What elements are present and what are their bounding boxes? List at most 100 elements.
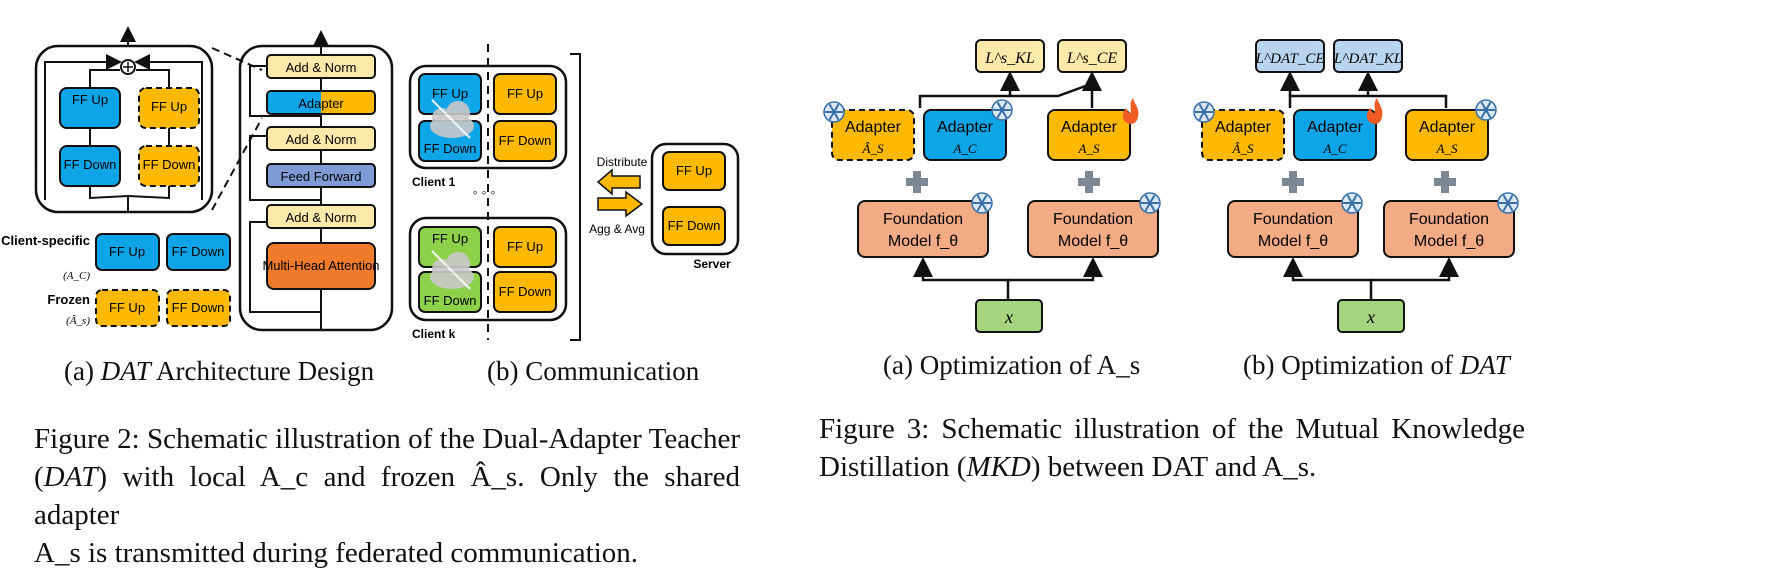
fig3b-panel: L^DAT_CE L^DAT_KL Adapter Â_S Adapter A_…: [1193, 39, 1519, 333]
loss-ce-s: L^s_CE: [1066, 50, 1118, 67]
fig3-caption-line1: Figure 3: Schematic illustration of the …: [819, 413, 1525, 445]
fig2-caption-line2: (DAT) with local A_c and frozen Â_s. Onl…: [34, 461, 740, 531]
legend-ff-down-frozen: FF Down: [172, 300, 225, 315]
b-foundation-label-2: Foundation: [1409, 211, 1489, 228]
client1-ff-up-shared: FF Up: [507, 86, 543, 101]
snowflake-icon: [971, 192, 993, 214]
adapter-s-symbol: A_S: [1078, 141, 1100, 156]
figure-2-diagram: FF Up FF Down FF Up FF Down Add & Norm A…: [1, 26, 740, 341]
adapter-c-label: Adapter: [937, 119, 994, 136]
clientk-ff-up-shared: FF Up: [507, 239, 543, 254]
communication-panel: FF Up FF Down FF Up FF Down Client 1 ◦ ◦…: [408, 44, 740, 341]
fig2-caption: Figure 2: Schematic illustration of the …: [34, 420, 740, 572]
block-add-norm-1: Add & Norm: [286, 60, 357, 75]
legend-frozen-symbol: (Â_s): [66, 315, 90, 327]
clientk-ff-up: FF Up: [432, 231, 468, 246]
flame-icon: [1366, 98, 1383, 124]
client1-ff-up: FF Up: [432, 86, 468, 101]
distribute-label: Distribute: [597, 155, 648, 169]
ff-down-label: FF Down: [64, 157, 117, 172]
b-adapter-c-symbol: A_C: [1322, 141, 1346, 156]
clientk-ff-down-shared: FF Down: [499, 284, 552, 299]
b-foundation-label: Foundation: [1253, 211, 1333, 228]
client1-ff-down-shared: FF Down: [499, 133, 552, 148]
b-adapter-s-symbol: A_S: [1436, 141, 1458, 156]
ff-down-frozen-label: FF Down: [143, 157, 196, 172]
snowflake-icon: [991, 99, 1013, 121]
b-input-x: x: [1366, 307, 1375, 327]
fig3a-panel: L^s_KL L^s_CE Adapter Â_S Adapter A_C Ad…: [823, 39, 1161, 333]
server-ff-up: FF Up: [676, 163, 712, 178]
plus-icon: [1434, 171, 1456, 193]
client-k-label: Client k: [412, 327, 456, 341]
plus-icon: [906, 171, 928, 193]
adapter-hat-s-label: Adapter: [845, 119, 902, 136]
agg-avg-label: Agg & Avg: [589, 222, 645, 236]
ellipsis: ◦ ◦ ◦: [473, 184, 496, 200]
block-add-norm-3: Add & Norm: [286, 210, 357, 225]
snowflake-icon: [1193, 101, 1215, 123]
input-x: x: [1004, 307, 1013, 327]
fig2-caption-line1: Figure 2: Schematic illustration of the …: [34, 423, 740, 455]
fig2-caption-line3: A_s is transmitted during federated comm…: [34, 537, 639, 569]
distribute-arrow-icon: [596, 168, 641, 196]
loss-kl-dat: L^DAT_KL: [1333, 51, 1402, 67]
server-label: Server: [693, 257, 731, 271]
adapter-s-label: Adapter: [1061, 119, 1118, 136]
adapter-hat-s-symbol: Â_S: [862, 141, 884, 156]
b-adapter-c-label: Adapter: [1307, 119, 1364, 136]
b-adapter-s-label: Adapter: [1419, 119, 1476, 136]
b-adapter-hat-s-label: Adapter: [1215, 119, 1272, 136]
fig2a-caption-em: DAT: [100, 356, 151, 386]
foundation-label: Foundation: [883, 211, 963, 228]
snowflake-icon: [1497, 192, 1519, 214]
fig3b-caption-prefix: (b) Optimization of: [1243, 350, 1453, 380]
plus-icon: [1282, 171, 1304, 193]
fig2a-caption-suffix: Architecture Design: [156, 356, 375, 386]
cloud-icon: [430, 99, 474, 139]
fig2a-caption-prefix: (a): [64, 356, 94, 386]
block-multi-head-attention: Multi-Head Attention: [262, 258, 379, 273]
cloud-icon: [430, 250, 474, 290]
transformer-block: Add & Norm Adapter Add & Norm Feed Forwa…: [238, 30, 394, 332]
legend-ff-up-frozen: FF Up: [109, 300, 145, 315]
legend-ff-up: FF Up: [109, 244, 145, 259]
adapter-detail-panel: FF Up FF Down FF Up FF Down: [34, 26, 214, 214]
legend-frozen: Frozen: [47, 292, 90, 307]
snowflake-icon: [1475, 99, 1497, 121]
foundation-model-label-2: Model f_θ: [1058, 233, 1128, 250]
loss-ce-dat: L^DAT_CE: [1254, 51, 1324, 67]
ff-up-frozen-label: FF Up: [151, 99, 187, 114]
block-add-norm-2: Add & Norm: [286, 132, 357, 147]
ff-up-label: FF Up: [72, 92, 108, 107]
legend: Client-specific (A_C) FF Up FF Down Froz…: [1, 233, 231, 327]
b-foundation-model-label-2: Model f_θ: [1414, 233, 1484, 250]
fig3b-caption-em: DAT: [1459, 350, 1510, 380]
plus-icon: [1078, 171, 1100, 193]
fig3-caption: Figure 3: Schematic illustration of the …: [819, 410, 1525, 486]
adapter-c-symbol: A_C: [952, 141, 976, 156]
foundation-label-2: Foundation: [1053, 211, 1133, 228]
sum-circle-icon: [120, 59, 136, 75]
foundation-model-label: Model f_θ: [888, 233, 958, 250]
legend-ff-down: FF Down: [172, 244, 225, 259]
b-foundation-model-label: Model f_θ: [1258, 233, 1328, 250]
loss-kl-s: L^s_KL: [984, 50, 1035, 67]
fig2b-caption: (b) Communication: [487, 356, 700, 386]
flame-icon: [1122, 98, 1139, 124]
block-adapter: Adapter: [298, 96, 344, 111]
fig2a-caption: (a) DAT Architecture Design: [64, 356, 374, 387]
aggregate-arrow-icon: [597, 190, 644, 218]
fig3b-caption: (b) Optimization of DAT: [1243, 350, 1510, 381]
snowflake-icon: [823, 101, 845, 123]
client-1-label: Client 1: [412, 175, 456, 189]
server-ff-down: FF Down: [668, 218, 721, 233]
snowflake-icon: [1341, 192, 1363, 214]
client1-ff-down: FF Down: [424, 141, 477, 156]
figure-3-diagram: L^s_KL L^s_CE Adapter Â_S Adapter A_C Ad…: [823, 39, 1519, 333]
fig3-caption-line2: Distillation (MKD) between DAT and A_s.: [819, 451, 1317, 483]
snowflake-icon: [1139, 192, 1161, 214]
clientk-ff-down: FF Down: [424, 293, 477, 308]
fig3a-caption: (a) Optimization of A_s: [883, 350, 1141, 380]
block-feed-forward: Feed Forward: [281, 169, 362, 184]
